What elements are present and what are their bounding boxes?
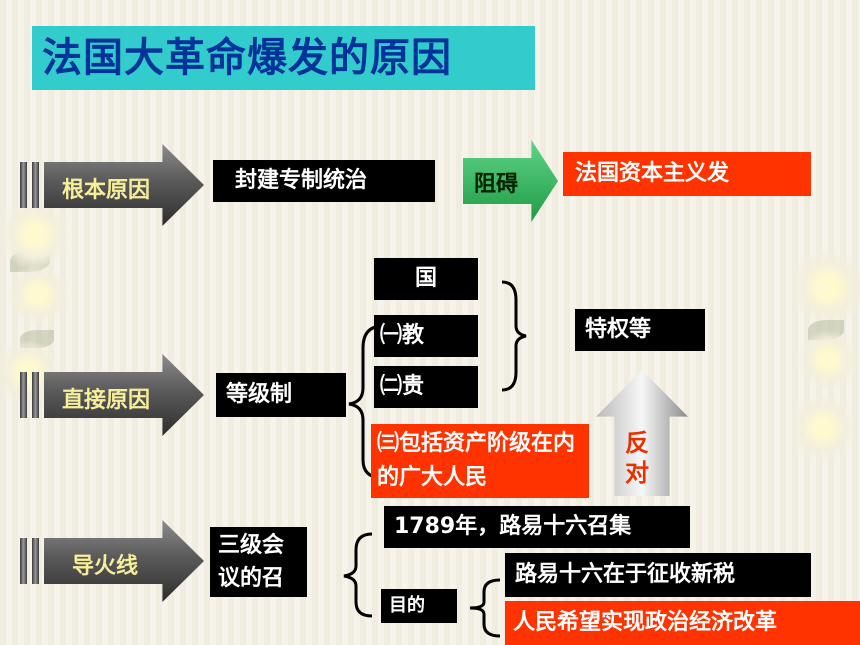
feudal-autocracy-box: 封建专制统治 [213,160,435,202]
estate-system-box: 等级制 [216,373,346,417]
root-cause-label: 根本原因 [62,178,151,203]
estates-general-box: 三级会议的召 [210,527,307,597]
row-marker-bar [20,538,27,584]
privilege-brace [501,280,527,392]
estate-brace [348,324,384,480]
convene-date-box: 1789年，路易十六召集 [384,506,690,548]
row-marker-bar [32,162,39,208]
row-marker-bar [32,372,39,418]
king-box: 国 [374,258,478,300]
purpose-brace [469,578,501,638]
third-estate-box: ㈢包括资产阶级在内的广大人民 [371,424,589,498]
purpose-box: 目的 [381,589,457,623]
hinder-label: 阻碍 [474,172,519,197]
capitalism-box: 法国资本主义发 [563,152,811,196]
fuse-brace [343,532,373,618]
nobility-box: ㈡贵 [374,366,478,408]
row-marker-bar [20,372,27,418]
row-marker-bar [20,162,27,208]
oppose-label: 反对 [625,429,649,487]
page-title: 法国大革命爆发的原因 [32,26,535,90]
reform-box: 人民希望实现政治经济改革 [505,601,860,645]
row-marker-bar [32,538,39,584]
direct-cause-label: 直接原因 [62,388,151,413]
fuse-label: 导火线 [72,554,139,579]
clergy-box: ㈠教 [374,315,478,357]
privilege-box: 特权等 [575,309,705,351]
new-tax-box: 路易十六在于征收新税 [505,553,811,597]
